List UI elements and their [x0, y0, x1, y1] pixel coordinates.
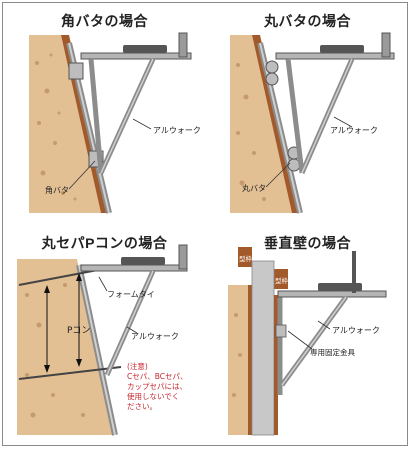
pcon-label: Pコン: [67, 326, 90, 336]
panel-title: 丸バタの場合: [264, 13, 351, 29]
manhole-cover: [318, 283, 362, 291]
tie-leader: [98, 276, 108, 292]
handrail-post: [178, 32, 188, 58]
fixing-bracket: [275, 324, 287, 338]
form-tie-lower: [18, 366, 122, 380]
concrete-wall: [29, 35, 101, 213]
round-batten-illustration: アルウォーク 丸バタ: [230, 32, 395, 214]
round-batten-upper-b: [265, 72, 279, 86]
panel-title: 垂直壁の場合: [264, 235, 351, 251]
arm-leader: [333, 116, 353, 128]
formwork-label-a: 型枠: [239, 254, 253, 263]
square-batten-upper: [68, 62, 84, 80]
tie-label: フォームタイ: [107, 290, 155, 299]
formwork-label-b: 型枠: [275, 276, 289, 285]
arm-label: アルウォーク: [330, 126, 378, 135]
panel-title: 角バタの場合: [61, 13, 148, 29]
formwork-right: [274, 295, 278, 435]
manhole-cover: [123, 45, 167, 53]
batten-leader: [68, 160, 96, 190]
handrail-post: [352, 251, 356, 293]
formwork-left: [248, 285, 252, 435]
vertical-wall-illustration: 型枠 型枠 アルウォーク: [228, 247, 387, 436]
caution-note: (注意) Cセパ、BCセパ、 カップセパには、 使用しないでく ださい。: [127, 361, 190, 411]
vertical-wall: [251, 260, 275, 436]
panel-vertical-wall: 垂直壁の場合 型枠 型枠: [206, 225, 407, 445]
pcon-illustration: Pコン フォームタイ アルウォーク (注意) Cセパ、BCセパ、 カップセパには…: [17, 244, 190, 436]
platform-beam: [277, 290, 387, 298]
arm-label: アルウォーク: [131, 332, 179, 341]
concrete-wall: [228, 285, 248, 435]
arm-vertical: [88, 58, 104, 174]
panel-square-batten: 角バタの場合 ア: [3, 3, 206, 225]
platform-beam: [275, 52, 395, 60]
concrete-texture: [25, 283, 85, 418]
arm-vertical: [285, 58, 305, 174]
platform-beam: [80, 264, 188, 272]
formwork-tag-b: [274, 269, 288, 289]
arm-label: アルウォーク: [153, 126, 201, 135]
panel-round-batten: 丸バタの場合 アルウォーク 丸バタ: [206, 3, 407, 225]
batten-label: 丸バタ: [242, 183, 266, 193]
handrail-post: [178, 244, 188, 270]
platform-beam: [80, 52, 192, 60]
concrete-texture: [35, 53, 77, 201]
manhole-cover: [121, 257, 165, 265]
panel-title: 丸セパPコンの場合: [41, 235, 168, 251]
concrete-wall: [230, 35, 292, 213]
formwork-tag-a: [238, 247, 252, 267]
arm-leader: [317, 320, 331, 330]
panel-pcon: 丸セパPコンの場合: [3, 225, 206, 445]
batten-leader: [265, 162, 291, 188]
arm-label: アルウォーク: [332, 326, 380, 335]
bracket-label: 専用固定金具: [310, 347, 355, 357]
handrail-post: [381, 32, 391, 58]
square-batten-illustration: アルウォーク 角バタ: [29, 32, 201, 214]
round-batten-upper-a: [265, 60, 279, 74]
concrete-texture: [236, 63, 266, 201]
arm-leader: [132, 118, 152, 130]
manhole-cover: [320, 45, 364, 53]
diagram-frame: 角バタの場合 ア: [2, 2, 408, 446]
concrete-wall: [17, 259, 115, 435]
batten-label: 角バタ: [45, 185, 69, 195]
bracket-leader: [287, 330, 313, 350]
form-tie-upper: [18, 268, 104, 286]
arm-leader: [126, 326, 138, 334]
